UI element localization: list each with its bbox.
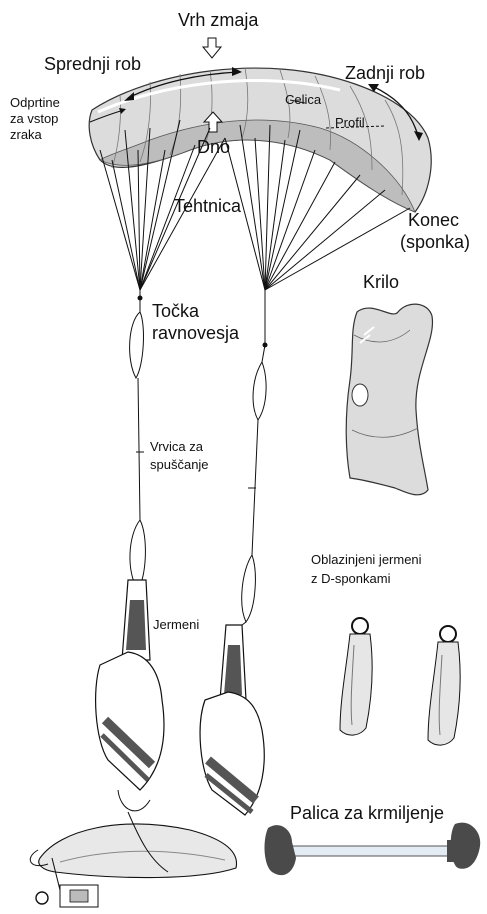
label-kite-top: Vrh zmaja — [178, 11, 258, 30]
label-wingtip-2: (sponka) — [400, 233, 470, 252]
kite-canopy — [89, 67, 431, 212]
label-leading-edge: Sprednji rob — [44, 55, 141, 74]
kite-top-arrow — [203, 38, 221, 58]
left-control-line — [130, 300, 146, 608]
label-air-inlets-2: za vstop — [10, 112, 58, 126]
label-lowering-line-1: Vrvica za — [150, 440, 203, 454]
label-wingtip-1: Konec — [408, 211, 459, 230]
label-cell: Celica — [285, 93, 321, 107]
label-bottom: Dno — [197, 138, 230, 157]
label-profile: Profil — [335, 116, 365, 130]
label-control-bar: Palica za krmiljenje — [290, 804, 444, 823]
label-padded-straps-2: z D-sponkami — [311, 572, 390, 586]
label-bridle: Tehtnica — [174, 197, 241, 216]
label-straps: Jermeni — [153, 618, 199, 632]
label-air-inlets-1: Odprtine — [10, 96, 60, 110]
control-bar — [265, 823, 481, 876]
right-control-line — [238, 345, 266, 628]
padded-straps-right — [428, 626, 460, 745]
label-padded-straps-1: Oblazinjeni jermeni — [311, 553, 422, 567]
label-air-inlets-3: zraka — [10, 128, 42, 142]
left-hand-with-strap — [96, 580, 164, 811]
balance-point-knot — [138, 296, 143, 301]
wing-illustration — [346, 304, 432, 495]
right-hand-with-strap — [200, 625, 264, 815]
padded-straps-left — [340, 618, 372, 735]
label-balance-point-1: Točka — [152, 302, 199, 321]
leash-strap — [30, 812, 236, 907]
label-lowering-line-2: spuščanje — [150, 458, 209, 472]
label-wing: Krilo — [363, 273, 399, 292]
label-trailing-edge: Zadnji rob — [345, 64, 425, 83]
label-balance-point-2: ravnovesja — [152, 324, 239, 343]
